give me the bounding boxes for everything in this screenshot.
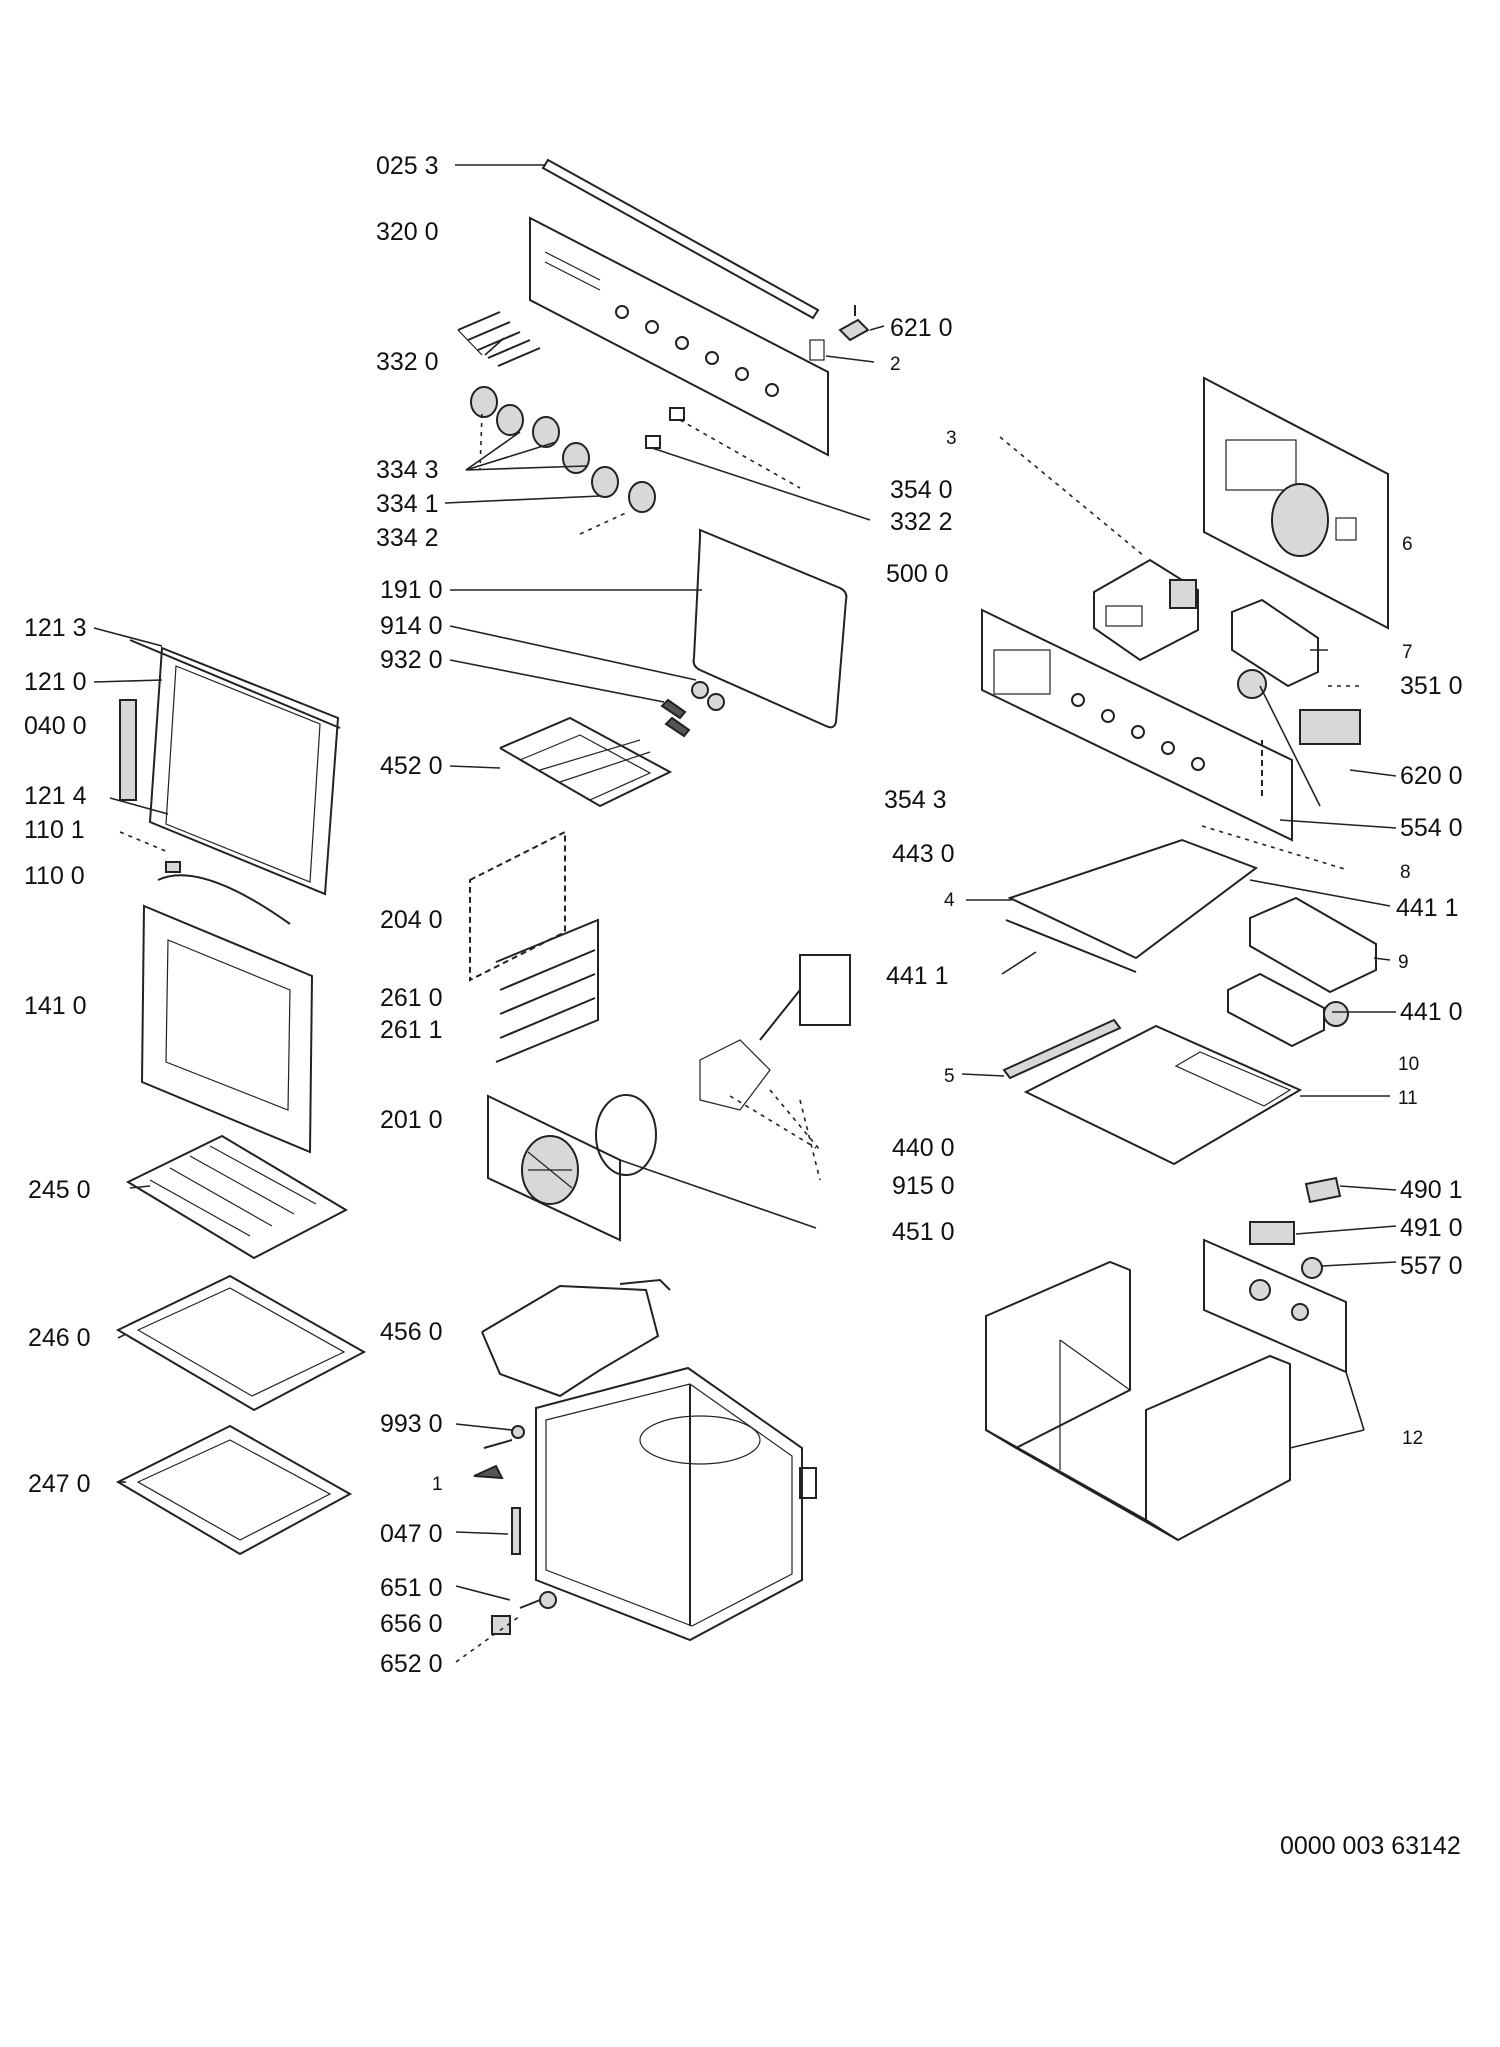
callout-9140: 914 0 <box>380 612 443 640</box>
callout-3322: 332 2 <box>890 508 953 536</box>
callout-1: 1 <box>432 1474 443 1495</box>
callout-9320: 932 0 <box>380 646 443 674</box>
callout-5570: 557 0 <box>1400 1252 1463 1280</box>
callout-0470: 047 0 <box>380 1520 443 1548</box>
callout-2611: 261 1 <box>380 1016 443 1044</box>
oven-body-drawing <box>985 1238 1347 1542</box>
callout-3343: 334 3 <box>376 456 439 484</box>
callout-4430: 443 0 <box>892 840 955 868</box>
callout-4901: 490 1 <box>1400 1176 1463 1204</box>
base-plate-drawing <box>1023 1024 1303 1166</box>
door-handle-drawing <box>157 861 291 925</box>
callout-1910: 191 0 <box>380 576 443 604</box>
leader-lines <box>93 164 1397 1663</box>
callout-4411-right: 441 1 <box>1396 894 1459 922</box>
callout-4560: 456 0 <box>380 1318 443 1346</box>
callout-5540: 554 0 <box>1400 814 1463 842</box>
thermostat-drawing <box>1237 669 1361 745</box>
callout-2450: 245 0 <box>28 1176 91 1204</box>
callout-1410: 141 0 <box>24 992 87 1020</box>
callout-2610: 261 0 <box>380 984 443 1012</box>
callout-1100: 110 0 <box>24 862 85 890</box>
callout-3: 3 <box>946 428 957 449</box>
callout-1210: 121 0 <box>24 668 87 696</box>
door-glass-drawing <box>140 904 314 1154</box>
callout-labels: 025 3 320 0 332 0 334 3 334 1 334 2 621 … <box>24 152 1463 1678</box>
callout-3341: 334 1 <box>376 490 439 518</box>
callout-1101: 110 1 <box>24 816 85 844</box>
callout-12: 12 <box>1402 1428 1423 1449</box>
lamp-drawing <box>645 407 685 449</box>
callout-3200: 320 0 <box>376 218 439 246</box>
callout-6: 6 <box>1402 534 1413 555</box>
callout-5: 5 <box>944 1066 955 1087</box>
callout-0253: 025 3 <box>376 152 439 180</box>
baking-tray-drawing <box>115 1274 367 1412</box>
callout-3543: 354 3 <box>884 786 947 814</box>
front-facia-drawing <box>981 608 1293 842</box>
callout-3510: 351 0 <box>1400 672 1463 700</box>
callout-11: 11 <box>1398 1088 1418 1109</box>
fan-motor-drawing <box>595 954 851 1176</box>
callout-3320: 332 0 <box>376 348 439 376</box>
callout-4910: 491 0 <box>1400 1214 1463 1242</box>
callout-4411-left: 441 1 <box>886 962 949 990</box>
drip-tray-drawing <box>115 1424 353 1556</box>
spindles-drawing <box>457 311 541 367</box>
callout-4400: 440 0 <box>892 1134 955 1162</box>
callout-3540: 354 0 <box>890 476 953 504</box>
callout-4: 4 <box>944 890 955 911</box>
callout-1214: 121 4 <box>24 782 87 810</box>
callout-9150: 915 0 <box>892 1172 955 1200</box>
callout-6210: 621 0 <box>890 314 953 342</box>
callout-1213: 121 3 <box>24 614 87 642</box>
door-frame-drawing <box>119 639 341 896</box>
callout-6510: 651 0 <box>380 1574 443 1602</box>
fan-housing-drawing <box>1231 598 1319 688</box>
top-trim-strip-drawing <box>541 158 820 320</box>
callout-9930: 993 0 <box>380 1410 443 1438</box>
callout-10: 10 <box>1398 1054 1419 1075</box>
rail-drawing <box>1002 1018 1122 1080</box>
control-panel-drawing <box>529 216 829 457</box>
callout-4410: 441 0 <box>1400 998 1463 1026</box>
callout-3342: 334 2 <box>376 524 439 552</box>
door-seal-drawing <box>692 528 848 729</box>
callout-2010: 201 0 <box>380 1106 443 1134</box>
grid-shelf-drawing <box>125 1134 349 1260</box>
callout-0400: 040 0 <box>24 712 87 740</box>
shelf-runners-drawing <box>495 918 599 1063</box>
connectors-drawing <box>1249 1176 1342 1279</box>
callout-7: 7 <box>1402 642 1413 663</box>
callout-5000: 500 0 <box>886 560 949 588</box>
callout-6520: 652 0 <box>380 1650 443 1678</box>
oven-cavity-drawing <box>535 1366 817 1642</box>
rear-shield-drawing <box>469 830 566 982</box>
callout-8: 8 <box>1400 862 1411 883</box>
parts-drawing <box>115 158 1389 1642</box>
knobs-drawing <box>470 386 656 513</box>
callout-2460: 246 0 <box>28 1324 91 1352</box>
document-number: 0000 003 63142 <box>1280 1832 1461 1860</box>
fan-cover-drawing <box>487 1094 621 1242</box>
callout-2: 2 <box>890 354 901 375</box>
callout-4520: 452 0 <box>380 752 443 780</box>
callout-2470: 247 0 <box>28 1470 91 1498</box>
callout-2040: 204 0 <box>380 906 443 934</box>
callout-9: 9 <box>1398 952 1409 973</box>
callout-6560: 656 0 <box>380 1610 443 1638</box>
lower-element-drawing <box>481 1278 671 1398</box>
grill-element-drawing <box>499 716 673 808</box>
electronic-module-drawing <box>1093 558 1199 662</box>
callout-6200: 620 0 <box>1400 762 1463 790</box>
callout-4510: 451 0 <box>892 1218 955 1246</box>
switch-621-drawing <box>838 305 870 342</box>
small-parts-drawing <box>473 1425 557 1635</box>
rear-panel-drawing <box>1203 376 1389 630</box>
cover-panel-drawing <box>1005 838 1259 973</box>
fasteners-drawing <box>660 681 725 738</box>
cooling-fan-drawing <box>1227 896 1377 1048</box>
